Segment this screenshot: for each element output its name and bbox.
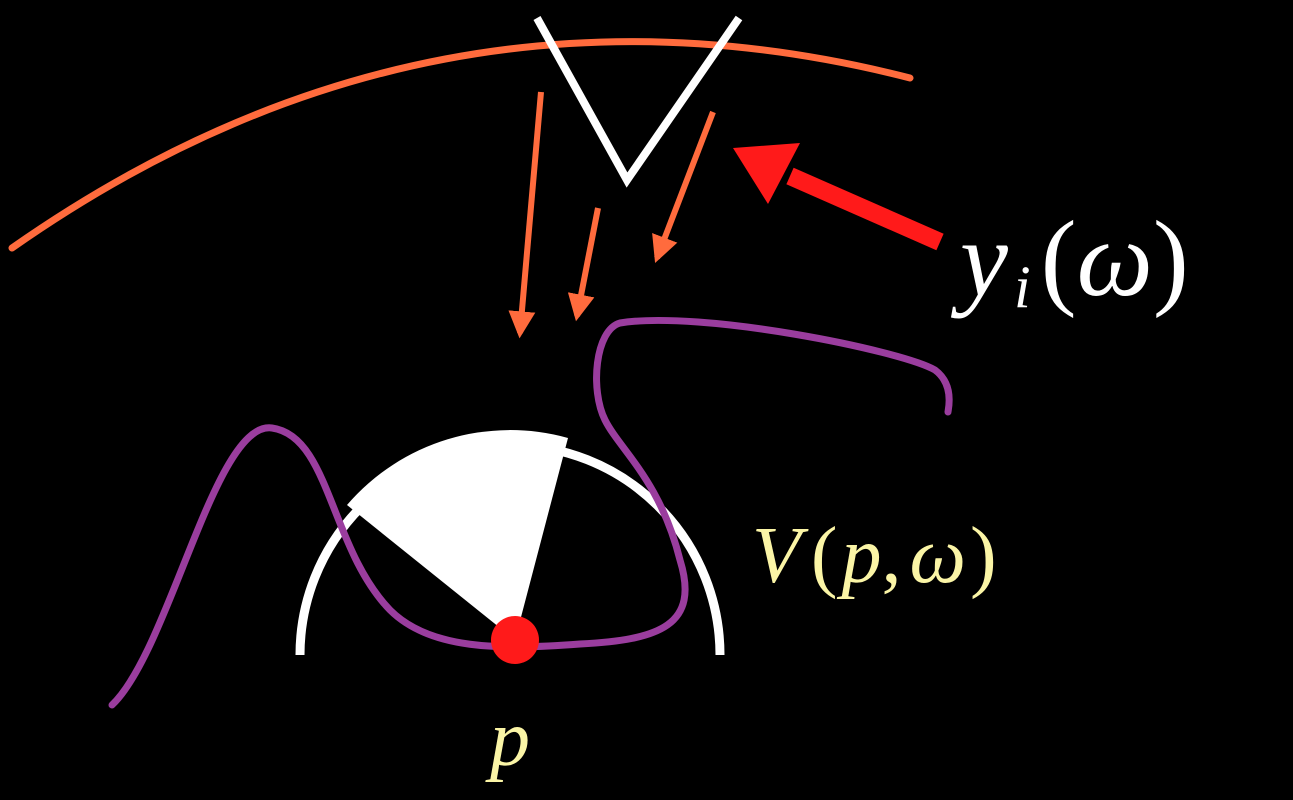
hemisphere-outline [295,440,725,656]
visibility-comma: , [882,512,902,600]
light-rays [508,91,716,339]
visibility-arg-direction: ω [910,512,966,600]
light-ray [508,91,544,339]
point-dot-icon [491,616,539,664]
radiance-open-paren: ( [1041,200,1077,319]
visibility-cone [347,430,568,640]
visibility-symbol: V [752,512,809,600]
radiance-symbol: y [950,200,1008,319]
visibility-close-paren: ) [970,512,997,600]
light-ray [567,207,601,322]
radiance-close-paren: ) [1153,200,1189,319]
visibility-label: V(p,ω) [752,512,997,600]
light-ray [652,110,716,264]
radiance-subscript: i [1014,254,1031,320]
red-arrow-icon [733,143,944,251]
v-shape-icon [533,15,743,188]
point-label: p [485,695,530,783]
visibility-open-paren: ( [811,512,838,600]
visibility-arg-point: p [837,512,882,600]
radiance-argument: ω [1077,200,1153,319]
environment-arc [8,38,914,252]
occluder-curve [108,317,953,709]
